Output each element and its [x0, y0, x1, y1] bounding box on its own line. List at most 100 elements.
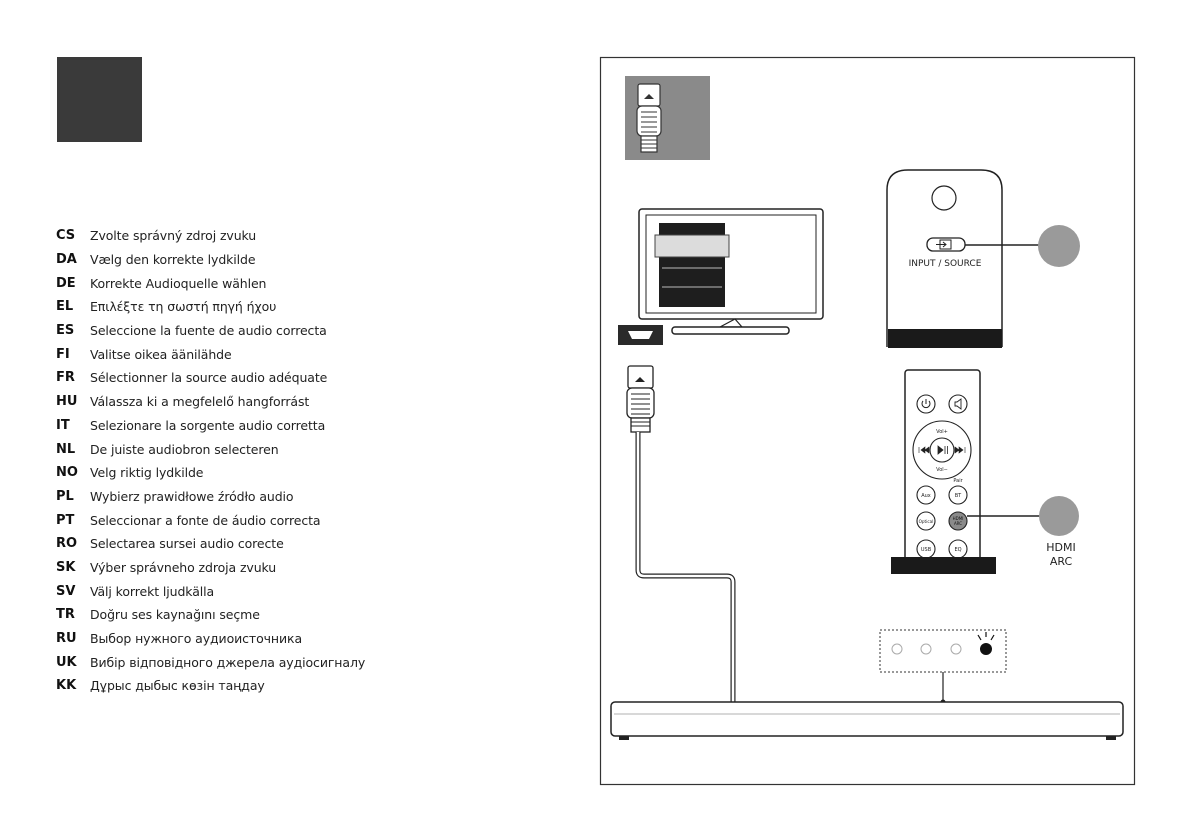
eq-label: EQ	[954, 547, 961, 553]
aux-button[interactable]	[916, 485, 936, 505]
step-number-box	[57, 57, 142, 142]
language-code: CS	[56, 228, 76, 244]
language-instruction: Válassza ki a megfelelő hangforrást	[90, 394, 310, 410]
language-item: PL Wybierz prawidłowe źródło audio	[56, 485, 365, 509]
bt-label: BT	[955, 493, 962, 499]
language-code: SK	[56, 559, 76, 575]
language-instruction: Wybierz prawidłowe źródło audio	[90, 488, 294, 504]
language-instruction: Sélectionner la source audio adéquate	[90, 370, 328, 386]
language-code: TR	[56, 607, 75, 623]
language-instruction: De juiste audiobron selecteren	[90, 441, 279, 457]
speaker-icon	[954, 398, 962, 410]
language-instruction: Выбор нужного аудиоисточника	[90, 631, 303, 647]
language-code: SV	[56, 583, 76, 599]
language-instruction: Výber správneho zdroja zvuku	[90, 559, 277, 575]
language-instruction: Selezionare la sorgente audio corretta	[90, 417, 326, 433]
hdmi-cable-icon	[626, 365, 736, 703]
language-code: DE	[56, 275, 76, 291]
remote-power-led-icon	[931, 185, 957, 211]
language-code: FR	[56, 370, 75, 386]
remote-top: INPUT / SOURCE	[886, 169, 1080, 348]
language-item: EL Επιλέξτε τη σωστή πηγή ήχου	[56, 295, 365, 319]
usb-label: USB	[921, 547, 932, 553]
language-code: DA	[56, 252, 77, 268]
input-source-label: INPUT / SOURCE	[909, 259, 982, 269]
language-instruction: Seleccionar a fonte de áudio correcta	[90, 512, 321, 528]
optical-label: Optical	[919, 519, 934, 524]
mute-button[interactable]	[948, 394, 968, 414]
bt-button[interactable]	[948, 485, 968, 505]
power-icon	[921, 399, 931, 409]
active-led-icon	[980, 643, 992, 655]
language-code: PT	[56, 512, 75, 528]
language-instruction: Doğru ses kaynağını seçme	[90, 607, 260, 623]
language-instruction: Seleccione la fuente de audio correcta	[90, 323, 327, 339]
callout-circle	[1039, 496, 1079, 536]
language-code: EL	[56, 299, 74, 315]
language-item: NL De juiste audiobron selecteren	[56, 437, 365, 461]
language-item: IT Selezionare la sorgente audio corretta	[56, 414, 365, 438]
remote-bottom: Vol+ Vol− Pair Aux BT Optical HDMI ARC U…	[891, 369, 1079, 574]
language-code: PL	[56, 488, 74, 504]
language-instruction: Välj korrekt ljudkälla	[90, 583, 215, 599]
next-track-icon[interactable]	[954, 446, 966, 454]
hdmi-arc-button-label-1: HDMI	[953, 516, 964, 521]
language-item: CS Zvolte správný zdroj zvuku	[56, 224, 365, 248]
language-code: NO	[56, 465, 78, 481]
soundbar-icon	[610, 701, 1124, 740]
language-item: RO Selectarea sursei audio corecte	[56, 532, 365, 556]
soundbar-led-indicator	[879, 629, 1007, 705]
language-instruction: Вибір відповідного джерела аудіосигналу	[90, 654, 366, 670]
language-code: IT	[56, 417, 70, 433]
language-item: DA Vælg den korrekte lydkilde	[56, 248, 365, 272]
language-instruction: Zvolte správný zdroj zvuku	[90, 228, 257, 244]
language-instruction: Selectarea sursei audio corecte	[90, 536, 284, 552]
language-instruction: Valitse oikea äänilähde	[90, 346, 232, 362]
optical-button[interactable]	[916, 511, 936, 531]
language-item: SK Výber správneho zdroja zvuku	[56, 556, 365, 580]
language-code: FI	[56, 346, 70, 362]
language-code: HU	[56, 394, 78, 410]
language-code: RO	[56, 536, 78, 552]
language-item: KK Дұрыс дыбыс көзін таңдау	[56, 674, 365, 698]
hdmi-arc-callout-line2: ARC	[1050, 555, 1073, 568]
language-code: RU	[56, 631, 77, 647]
vol-down-label[interactable]: Vol−	[936, 467, 948, 473]
language-code: KK	[56, 678, 77, 694]
language-instruction: Επιλέξτε τη σωστή πηγή ήχου	[90, 299, 277, 315]
language-item: UK Вибір відповідного джерела аудіосигнал…	[56, 650, 365, 674]
language-item: DE Korrekte Audioquelle wählen	[56, 271, 365, 295]
language-item: HU Válassza ki a megfelelő hangforrást	[56, 390, 365, 414]
pair-label: Pair	[953, 478, 963, 484]
language-code: UK	[56, 654, 77, 670]
callout-circle	[1038, 225, 1080, 267]
language-instruction: Velg riktig lydkilde	[90, 465, 204, 481]
previous-track-icon[interactable]	[918, 446, 930, 454]
language-item: RU Выбор нужного аудиоисточника	[56, 627, 365, 651]
language-item: TR Doğru ses kaynağını seçme	[56, 603, 365, 627]
language-instruction: Korrekte Audioquelle wählen	[90, 275, 267, 291]
play-pause-icon	[937, 445, 948, 455]
hdmi-arc-callout-line1: HDMI	[1046, 541, 1075, 554]
language-code: NL	[56, 441, 76, 457]
language-list: CS Zvolte správný zdroj zvuku DA Vælg den …	[56, 224, 365, 698]
tv-hdmi-port-icon	[618, 325, 663, 345]
language-code: ES	[56, 323, 75, 339]
hdmi-arc-button-label-2: ARC	[954, 521, 962, 526]
language-item: ES Seleccione la fuente de audio correcta	[56, 319, 365, 343]
tv-icon	[618, 208, 824, 345]
hdmi-arc-button[interactable]	[948, 511, 968, 531]
language-item: FI Valitse oikea äänilähde	[56, 342, 365, 366]
input-source-icon	[936, 239, 952, 250]
language-item: PT Seleccionar a fonte de áudio correcta	[56, 508, 365, 532]
hdmi-plug-icon	[625, 76, 710, 160]
language-item: FR Sélectionner la source audio adéquate	[56, 366, 365, 390]
vol-up-label[interactable]: Vol+	[936, 429, 948, 435]
language-item: SV Välj korrekt ljudkälla	[56, 579, 365, 603]
language-instruction: Дұрыс дыбыс көзін таңдау	[90, 678, 265, 694]
aux-label: Aux	[921, 493, 931, 499]
tv-source-menu	[654, 223, 730, 307]
language-instruction: Vælg den korrekte lydkilde	[90, 252, 256, 268]
diagram-frame	[599, 56, 1136, 786]
